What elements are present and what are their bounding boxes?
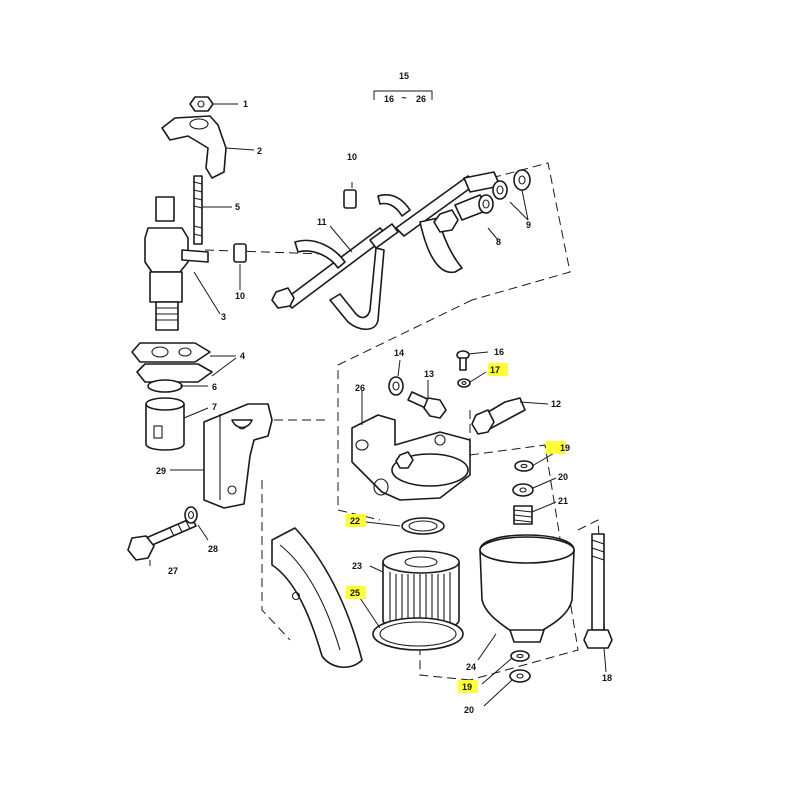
part-9-washer-b bbox=[492, 180, 508, 200]
part-3-injector-nozzle bbox=[155, 301, 179, 331]
legend-group: 15 16 ~ 26 bbox=[373, 71, 433, 104]
bracket-assembly bbox=[127, 403, 363, 668]
part-2-clamp bbox=[161, 115, 227, 179]
legend-bracket bbox=[373, 90, 433, 100]
callout-11: 11 bbox=[317, 217, 327, 227]
part-6-washer bbox=[147, 379, 183, 393]
legend-top-label: 15 bbox=[399, 71, 409, 81]
part-18-bolt-head bbox=[583, 629, 613, 649]
part-3-injector-barrel bbox=[149, 271, 183, 303]
part-20-washer-upper bbox=[512, 483, 534, 497]
part-29-bracket bbox=[203, 403, 273, 509]
callout-20-upper: 20 bbox=[558, 472, 568, 482]
highlight-19-upper bbox=[546, 441, 566, 454]
callout-13: 13 bbox=[424, 369, 434, 379]
callout-8: 8 bbox=[496, 237, 501, 247]
callout-28: 28 bbox=[208, 544, 218, 554]
part-24-bowl-spigot bbox=[509, 629, 545, 643]
callout-7: 7 bbox=[212, 402, 217, 412]
callout-9: 9 bbox=[526, 220, 531, 230]
callout-16: 16 bbox=[494, 347, 504, 357]
callout-3: 3 bbox=[221, 312, 226, 322]
callout-10-upper: 10 bbox=[347, 152, 357, 162]
part-2-clamp-hole bbox=[189, 118, 209, 130]
callout-20-lower: 20 bbox=[464, 705, 474, 715]
part-20-washer-lower bbox=[509, 669, 531, 683]
leak-off-pipes bbox=[233, 169, 531, 331]
callout-26: 26 bbox=[355, 383, 365, 393]
guide-line-7 bbox=[261, 480, 291, 641]
callout-24: 24 bbox=[466, 662, 476, 672]
guide-line-1 bbox=[204, 249, 356, 256]
part-4-gasket-lower bbox=[136, 363, 213, 383]
part-19-washer-upper bbox=[514, 460, 534, 472]
part-10-cap-upper bbox=[343, 189, 357, 209]
highlight-19-lower bbox=[458, 680, 478, 693]
leader-lines bbox=[149, 103, 607, 707]
highlight-22 bbox=[346, 514, 366, 527]
part-3-injector-top bbox=[155, 196, 175, 222]
callout-4: 4 bbox=[240, 351, 245, 361]
part-23-pleats bbox=[389, 572, 451, 631]
part-3-nozzle-ridges bbox=[156, 307, 178, 321]
part-11-hose-left bbox=[294, 239, 346, 269]
part-4-gasket-upper bbox=[131, 342, 211, 363]
filter-head-assembly bbox=[351, 350, 526, 501]
part-28-washer bbox=[184, 506, 198, 524]
highlight-25 bbox=[346, 586, 366, 599]
legend-right-label: 26 bbox=[416, 94, 426, 104]
legend-left-label: 16 bbox=[384, 94, 394, 104]
callout-12: 12 bbox=[551, 399, 561, 409]
part-27-bolt-head bbox=[127, 535, 155, 561]
callout-2: 2 bbox=[257, 146, 262, 156]
callout-labels: 1 2 3 4 5 6 7 8 9 10 10 11 12 13 14 16 1… bbox=[156, 99, 612, 715]
part-9-washer-c bbox=[513, 169, 531, 191]
guide-line-6 bbox=[419, 640, 471, 681]
part-8-bolt-head bbox=[433, 209, 459, 233]
part-26-port bbox=[373, 478, 389, 496]
callout-18: 18 bbox=[602, 673, 612, 683]
callout-29: 29 bbox=[156, 466, 166, 476]
callout-10-lower: 10 bbox=[235, 291, 245, 301]
callout-25: 25 bbox=[350, 588, 360, 598]
legend-separator: ~ bbox=[401, 93, 406, 103]
callout-5: 5 bbox=[235, 202, 240, 212]
part-10-cap-lower bbox=[233, 243, 247, 263]
callout-27: 27 bbox=[168, 566, 178, 576]
highlight-17 bbox=[488, 363, 508, 376]
part-11-pipe-nut bbox=[271, 287, 295, 309]
callout-17: 17 bbox=[490, 365, 500, 375]
callout-22: 22 bbox=[350, 516, 360, 526]
part-5-stud bbox=[193, 175, 203, 245]
filter-bowl-assembly bbox=[372, 460, 613, 683]
callout-23: 23 bbox=[352, 561, 362, 571]
part-9-washer-a bbox=[478, 194, 494, 214]
callout-19-upper: 19 bbox=[560, 443, 570, 453]
injector-assembly bbox=[131, 96, 227, 451]
part-11-hose-right bbox=[377, 194, 411, 217]
part-17-washer bbox=[457, 378, 471, 388]
guide-line-5 bbox=[469, 444, 579, 681]
part-3-injector-port bbox=[181, 249, 209, 263]
callout-19-lower: 19 bbox=[462, 682, 472, 692]
part-7-sleeve bbox=[145, 403, 185, 451]
part-1-nut-hole bbox=[197, 100, 205, 108]
guide-line-2 bbox=[464, 162, 571, 301]
part-11-hose-loop bbox=[329, 247, 385, 331]
part-5-stud-thread bbox=[193, 181, 203, 237]
part-1-nut bbox=[189, 96, 214, 112]
part-19-washer-lower bbox=[510, 650, 530, 662]
part-13-bolt-head bbox=[423, 397, 447, 419]
heat-shield bbox=[271, 527, 363, 668]
callout-1: 1 bbox=[243, 99, 248, 109]
callout-21: 21 bbox=[558, 496, 568, 506]
callout-14: 14 bbox=[394, 348, 404, 358]
part-14-washer bbox=[388, 376, 404, 396]
callout-6: 6 bbox=[212, 382, 217, 392]
part-25-sealing-ring bbox=[372, 617, 464, 651]
part-22-seal bbox=[401, 517, 445, 535]
